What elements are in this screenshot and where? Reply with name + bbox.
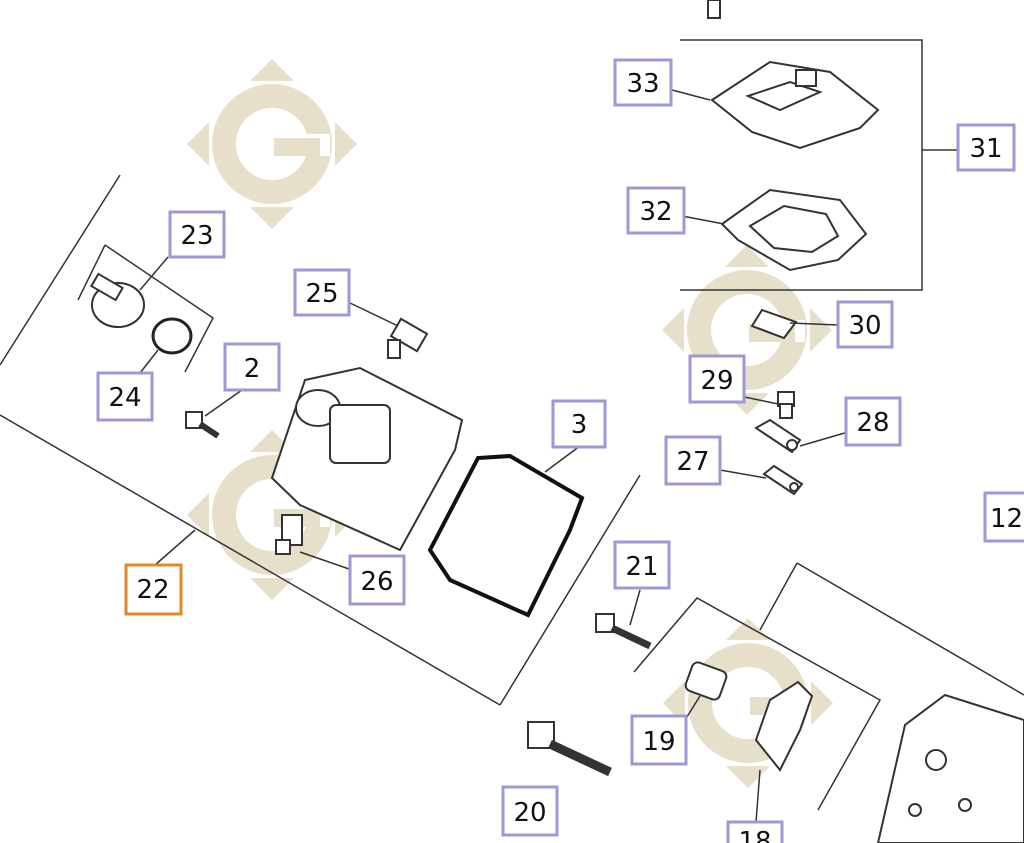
rocker-arm-part-18 [754,680,814,772]
callout-27-label: 27 [676,447,709,477]
callout-24-label: 24 [108,383,141,413]
clip-part-30 [750,308,798,340]
callout-19-label: 19 [642,727,675,757]
callout-12[interactable]: 12 [983,491,1024,543]
cylinder-head-body [876,693,1024,843]
callout-25[interactable]: 25 [293,268,351,317]
terminal-part-27 [762,464,804,496]
callout-31-label: 31 [969,134,1002,164]
group-frame-22 [0,174,641,706]
watermark-logo-2 [662,245,832,415]
callout-2[interactable]: 2 [223,342,281,392]
callout-18[interactable]: 18 [726,820,784,843]
bolt-part-20 [527,721,612,777]
callout-32-label: 32 [639,197,672,227]
group-frame-31 [680,39,958,291]
callout-32[interactable]: 32 [626,186,686,235]
callout-21[interactable]: 21 [613,540,671,590]
callout-30[interactable]: 30 [836,300,894,349]
callout-3[interactable]: 3 [551,399,607,449]
breather-part-26 [275,514,303,555]
group-frame-18-19 [633,562,1024,811]
gasket-part-3 [427,453,585,618]
callout-22-label: 22 [136,575,169,605]
cover-body [270,366,464,552]
callout-33-label: 33 [626,69,659,99]
callout-12-label: 12 [990,504,1023,534]
cap-part-23 [90,272,145,328]
callout-24[interactable]: 24 [96,371,154,422]
callout-21-label: 21 [625,552,658,582]
group-frame-23 [77,244,214,373]
bolt-part-29 [777,391,795,419]
callout-3-label: 3 [571,410,588,440]
callout-20-label: 20 [513,798,546,828]
bolt-part-21 [595,613,652,650]
callout-26[interactable]: 26 [348,554,406,606]
callout-27[interactable]: 27 [664,435,722,486]
bolt-top-partial [707,0,721,19]
callout-20[interactable]: 20 [501,785,559,837]
callout-19[interactable]: 19 [630,714,688,766]
terminal-part-28 [754,418,802,454]
callout-2-label: 2 [244,354,261,384]
pin-part-19 [684,661,728,701]
callout-33[interactable]: 33 [613,58,673,107]
callout-22[interactable]: 22 [124,563,183,616]
callout-23[interactable]: 23 [168,210,226,259]
callout-23-label: 23 [180,221,213,251]
callout-25-label: 25 [305,279,338,309]
o-ring-part-24 [151,317,193,355]
bolt-part-2 [185,411,220,439]
callout-28[interactable]: 28 [844,396,902,447]
valve-cover-part-33 [710,60,880,150]
callout-30-label: 30 [848,311,881,341]
valve-cover-gasket-part-32 [720,188,868,272]
fitting-part-25 [387,317,429,359]
callout-18-label: 18 [738,827,771,843]
callout-28-label: 28 [856,408,889,438]
watermark-logo-1 [187,59,357,229]
callout-26-label: 26 [360,567,393,597]
callout-29[interactable]: 29 [688,354,746,404]
callout-29-label: 29 [700,366,733,396]
callout-31[interactable]: 31 [956,123,1016,172]
